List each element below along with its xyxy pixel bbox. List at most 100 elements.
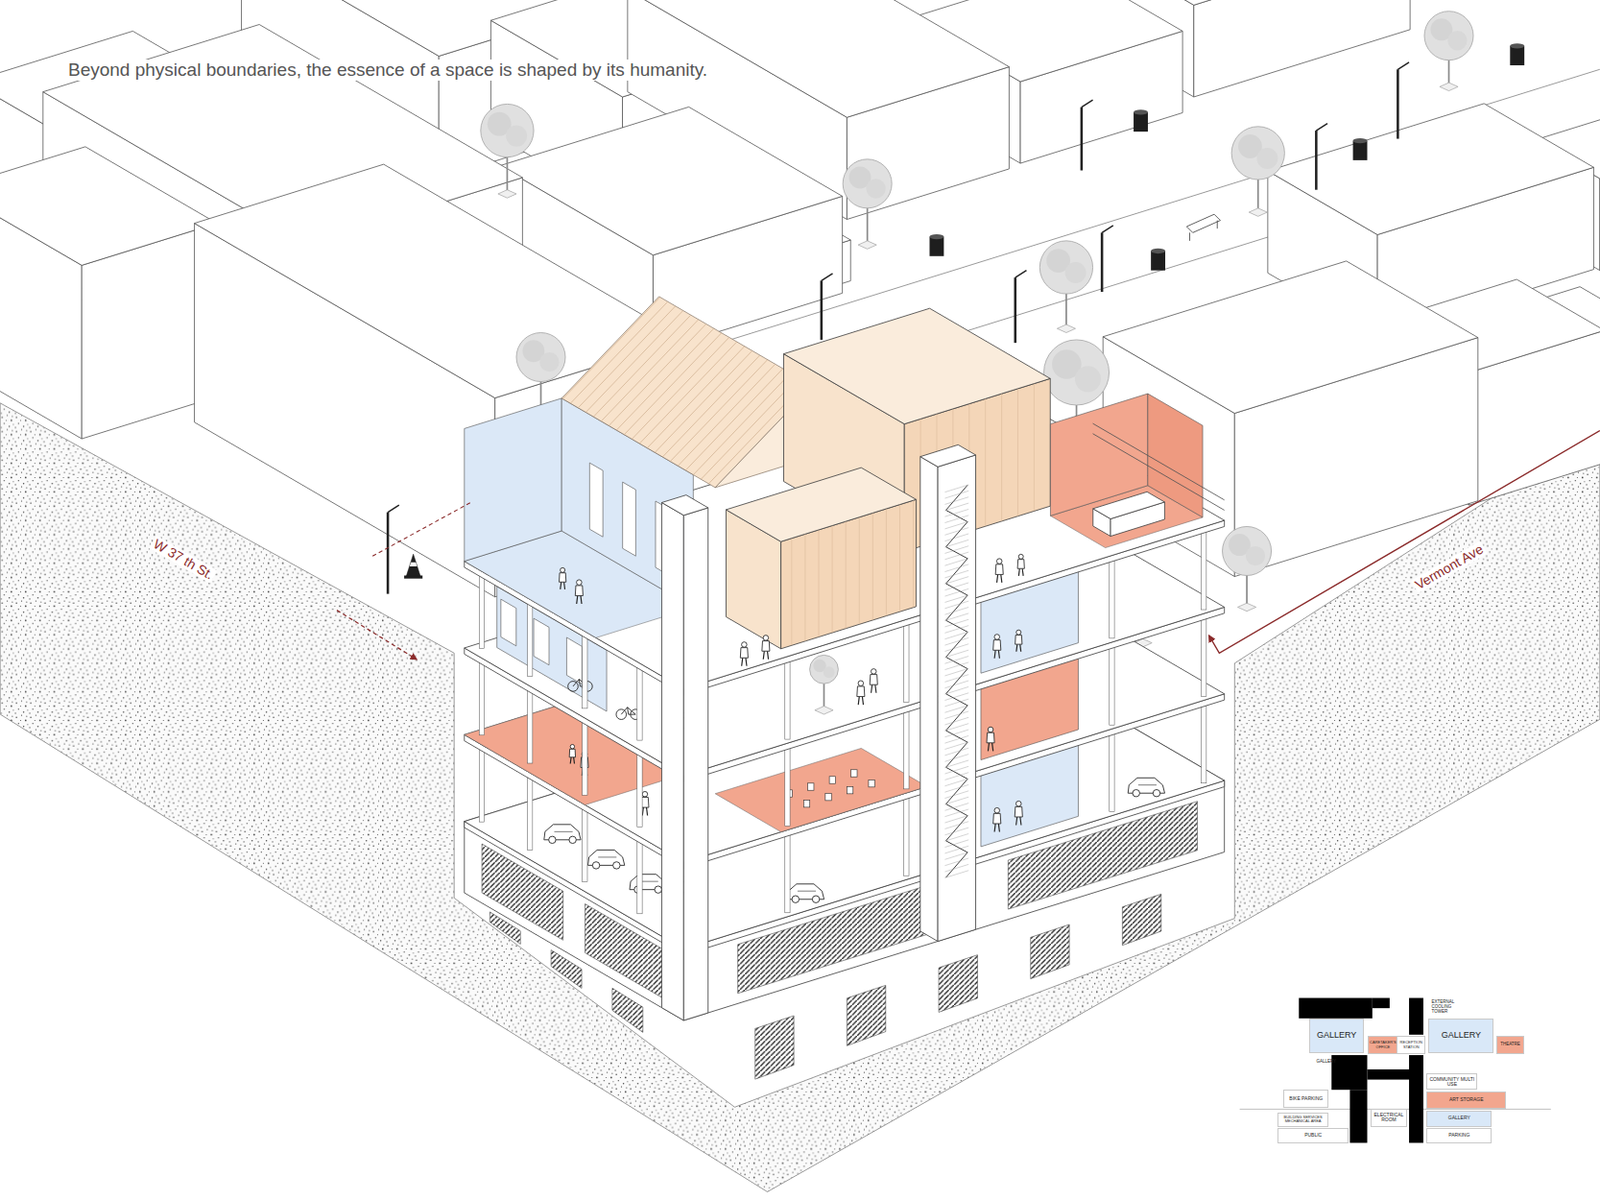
- stair-tread: [944, 803, 969, 812]
- person: [997, 573, 999, 583]
- room-label: COMMUNITY MULTI USE: [1429, 1076, 1475, 1088]
- program-box: BUILDING SERVICES MECHANICAL AREA: [1277, 1112, 1329, 1127]
- person: [741, 642, 748, 648]
- car-wheel: [549, 835, 556, 843]
- tree-canopy: [1222, 525, 1272, 575]
- stair-tower: [937, 454, 976, 942]
- person: [745, 657, 747, 667]
- stair-tread: [944, 662, 969, 670]
- person: [1016, 800, 1023, 807]
- column: [1109, 644, 1115, 725]
- person: [573, 757, 575, 765]
- street-lamp: [1314, 130, 1318, 191]
- car-wheel: [791, 895, 799, 903]
- stair-tread: [944, 619, 969, 627]
- car: [640, 881, 659, 883]
- roof-rib: [570, 301, 668, 404]
- stair-tread: [944, 686, 969, 694]
- stair-tread: [944, 716, 969, 725]
- stair-tread: [944, 539, 969, 548]
- theatre-seat: [803, 799, 810, 807]
- column: [785, 658, 790, 740]
- street-lamp: [1397, 62, 1409, 70]
- person: [766, 650, 768, 660]
- city-context: [0, 0, 1600, 598]
- building-roof: [1267, 103, 1595, 236]
- railing: [1093, 433, 1225, 511]
- column: [1109, 731, 1115, 812]
- person: [1016, 629, 1022, 635]
- wall-rib: [845, 521, 847, 629]
- tree-pit: [814, 706, 834, 716]
- person: [642, 807, 644, 816]
- entry-arrow: [336, 610, 417, 660]
- person: [580, 595, 582, 604]
- stair-tread: [944, 760, 969, 768]
- person: [871, 684, 873, 693]
- room-label: PUBLIC: [1304, 1132, 1322, 1138]
- program-box: GALLERY: [1426, 1110, 1492, 1127]
- person: [1015, 635, 1023, 645]
- gallery-volume: [783, 308, 1051, 424]
- person: [858, 696, 860, 706]
- person: [559, 573, 567, 583]
- car: [1138, 784, 1157, 786]
- art-panel: [501, 598, 517, 646]
- room-label: ELECTRICAL ROOM: [1373, 1112, 1405, 1123]
- column: [1201, 615, 1207, 696]
- column: [478, 740, 484, 822]
- service-core: [1408, 1054, 1424, 1143]
- street-lamp: [821, 273, 834, 281]
- stair-tread: [944, 533, 969, 542]
- trash-bin: [1353, 141, 1368, 161]
- bench: [1186, 214, 1220, 233]
- room-label: BUILDING SERVICES MECHANICAL AREA: [1280, 1115, 1326, 1124]
- stair-tread: [944, 484, 969, 493]
- person: [1022, 568, 1025, 576]
- stair-tread: [944, 705, 969, 714]
- roof-rib: [646, 346, 744, 449]
- person: [576, 579, 583, 586]
- stair-tread: [944, 570, 969, 578]
- program-box: RECEPTION STATION: [1396, 1035, 1426, 1054]
- person: [996, 558, 1003, 565]
- street-lamp: [386, 512, 390, 595]
- stair-tread: [944, 833, 969, 841]
- trash-bin: [1133, 109, 1148, 115]
- person: [570, 757, 573, 765]
- tree-pit: [1439, 82, 1458, 92]
- trash-bin: [1150, 248, 1166, 254]
- roof-rib: [585, 310, 683, 413]
- art-panel: [566, 637, 582, 685]
- sidewalk-stripe: [1122, 893, 1161, 945]
- wall-rib: [899, 504, 901, 613]
- roof-rib: [639, 341, 737, 444]
- stair-tread: [944, 546, 969, 554]
- program-box: GALLERY: [1309, 1018, 1364, 1053]
- stair-tread: [944, 723, 969, 732]
- person: [763, 650, 765, 660]
- car-wheel: [569, 835, 576, 843]
- room-label: GALLERY: [1316, 1030, 1357, 1041]
- art-panel: [589, 462, 603, 537]
- program-box: GALLERY: [1428, 1018, 1494, 1053]
- tree-canopy: [865, 178, 885, 198]
- column: [478, 654, 484, 736]
- column: [637, 833, 643, 914]
- stair-tower: [920, 456, 938, 942]
- street-lamp: [1315, 123, 1328, 131]
- program-box: BIKE PARKING: [1283, 1089, 1329, 1108]
- wall-rib: [790, 538, 792, 646]
- stair-tread: [944, 656, 969, 665]
- stair-tread: [944, 784, 969, 792]
- car-wheel: [811, 895, 819, 903]
- person: [993, 812, 1002, 824]
- entry-path: [372, 501, 472, 556]
- theatre-seat: [851, 769, 858, 777]
- stair-tread: [944, 595, 969, 603]
- art-panel: [533, 618, 550, 666]
- stair-tread: [944, 754, 969, 763]
- car: [553, 831, 573, 833]
- sidewalk-stripe: [489, 911, 521, 944]
- program-box: CARETAKER'S OFFICE: [1367, 1035, 1400, 1054]
